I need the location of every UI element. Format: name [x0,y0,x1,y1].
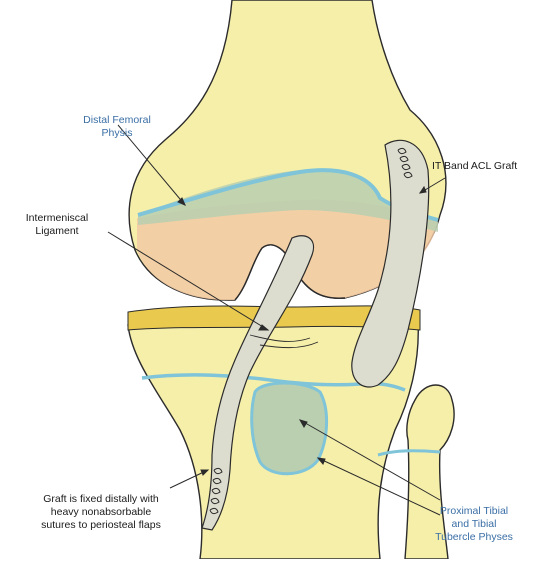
label-line: Intermeniscal [4,212,110,225]
label-proximal-tibial-physes: Proximal Tibial and Tibial Tubercle Phys… [414,505,534,544]
label-line: Proximal Tibial [414,505,534,518]
label-line: Ligament [4,225,110,238]
label-distal-femoral-physis: Distal Femoral Physis [62,114,172,140]
label-line: heavy nonabsorbable [16,506,186,519]
label-graft-fixed-distally: Graft is fixed distally with heavy nonab… [16,493,186,532]
label-line: Graft is fixed distally with [16,493,186,506]
label-line: sutures to periosteal flaps [16,519,186,532]
label-intermeniscal-ligament: Intermeniscal Ligament [4,212,110,238]
label-it-band-acl-graft: IT Band ACL Graft [432,160,538,173]
label-line: IT Band ACL Graft [432,160,538,173]
label-line: and Tibial [414,518,534,531]
label-line: Tubercle Physes [414,531,534,544]
label-line: Physis [62,127,172,140]
label-line: Distal Femoral [62,114,172,127]
